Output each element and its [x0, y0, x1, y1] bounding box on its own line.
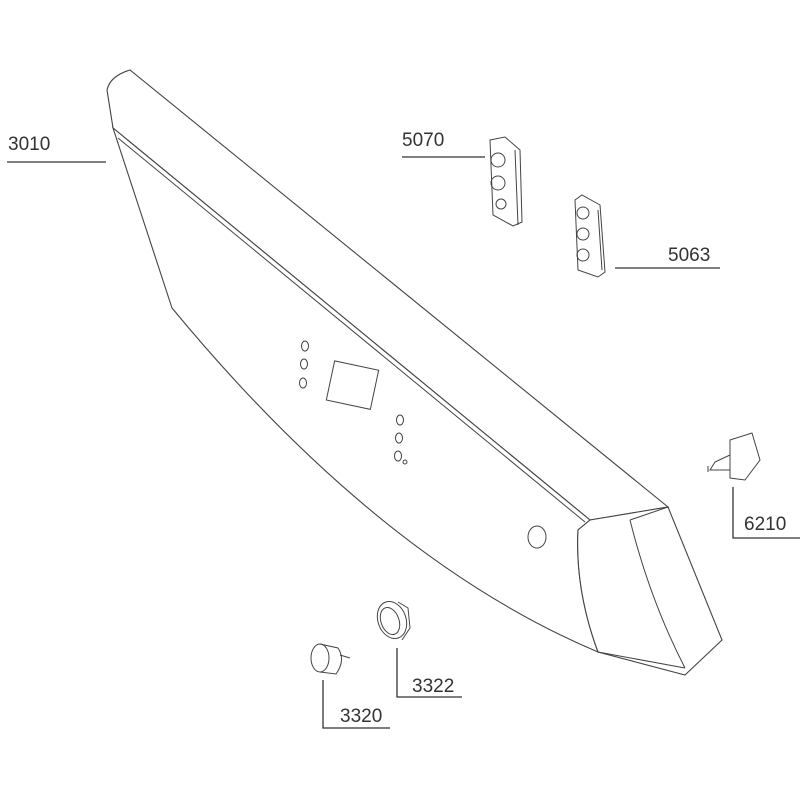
leader-3320 — [322, 680, 390, 729]
part-label-3010: 3010 — [8, 134, 51, 155]
control-panel-3010[interactable] — [106, 69, 723, 676]
button-module-5070[interactable] — [489, 136, 523, 227]
part-label-3322: 3322 — [412, 676, 455, 697]
button-module-5063[interactable] — [574, 194, 606, 278]
leader-3322 — [396, 648, 462, 698]
switch-6210[interactable] — [707, 432, 761, 481]
part-label-3320: 3320 — [340, 706, 383, 727]
part-label-5063: 5063 — [668, 245, 711, 266]
leader-6210 — [732, 487, 800, 539]
knob-3320[interactable] — [310, 643, 351, 675]
part-label-5070: 5070 — [402, 130, 445, 151]
ring-3322[interactable] — [372, 597, 411, 642]
part-label-6210: 6210 — [744, 514, 787, 535]
